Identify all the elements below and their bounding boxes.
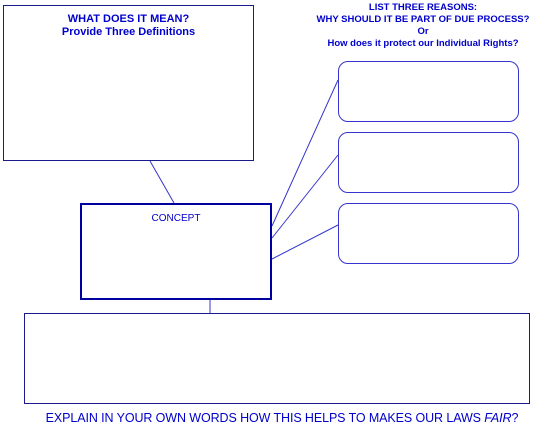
definitions-title-line1: WHAT DOES IT MEAN? [67,13,190,25]
reasons-heading-line3: Or [417,26,429,37]
reasons-heading-line4: How does it protect our Individual Right… [327,38,519,49]
definitions-title-line2: Provide Three Definitions [61,26,196,38]
reasons-heading-line1: LIST THREE REASONS: [368,2,478,13]
reason-box-1[interactable] [338,61,519,122]
explanation-prompt-text: EXPLAIN IN YOUR OWN WORDS HOW THIS HELPS… [45,411,481,425]
connector-concept-reason1 [271,79,339,227]
connector-concept-reason3 [271,224,339,260]
explanation-prompt-end: ? [511,411,519,425]
explanation-prompt-emphasis: FAIR [484,411,512,425]
definitions-box[interactable]: WHAT DOES IT MEAN? Provide Three Definit… [3,5,254,161]
connector-concept-reason2 [271,154,339,239]
reason-box-3[interactable] [338,203,519,264]
concept-label: CONCEPT [151,213,201,224]
connector-definitions-concept [149,160,175,204]
reasons-heading-line2: WHY SHOULD IT BE PART OF DUE PROCESS? [316,14,530,25]
reasons-heading: LIST THREE REASONS: WHY SHOULD IT BE PAR… [292,2,550,50]
explanation-prompt: EXPLAIN IN YOUR OWN WORDS HOW THIS HELPS… [20,410,544,426]
reason-box-2[interactable] [338,132,519,193]
definitions-title: WHAT DOES IT MEAN? Provide Three Definit… [4,13,253,39]
explanation-box[interactable] [24,313,530,404]
concept-box[interactable]: CONCEPT [80,203,272,300]
